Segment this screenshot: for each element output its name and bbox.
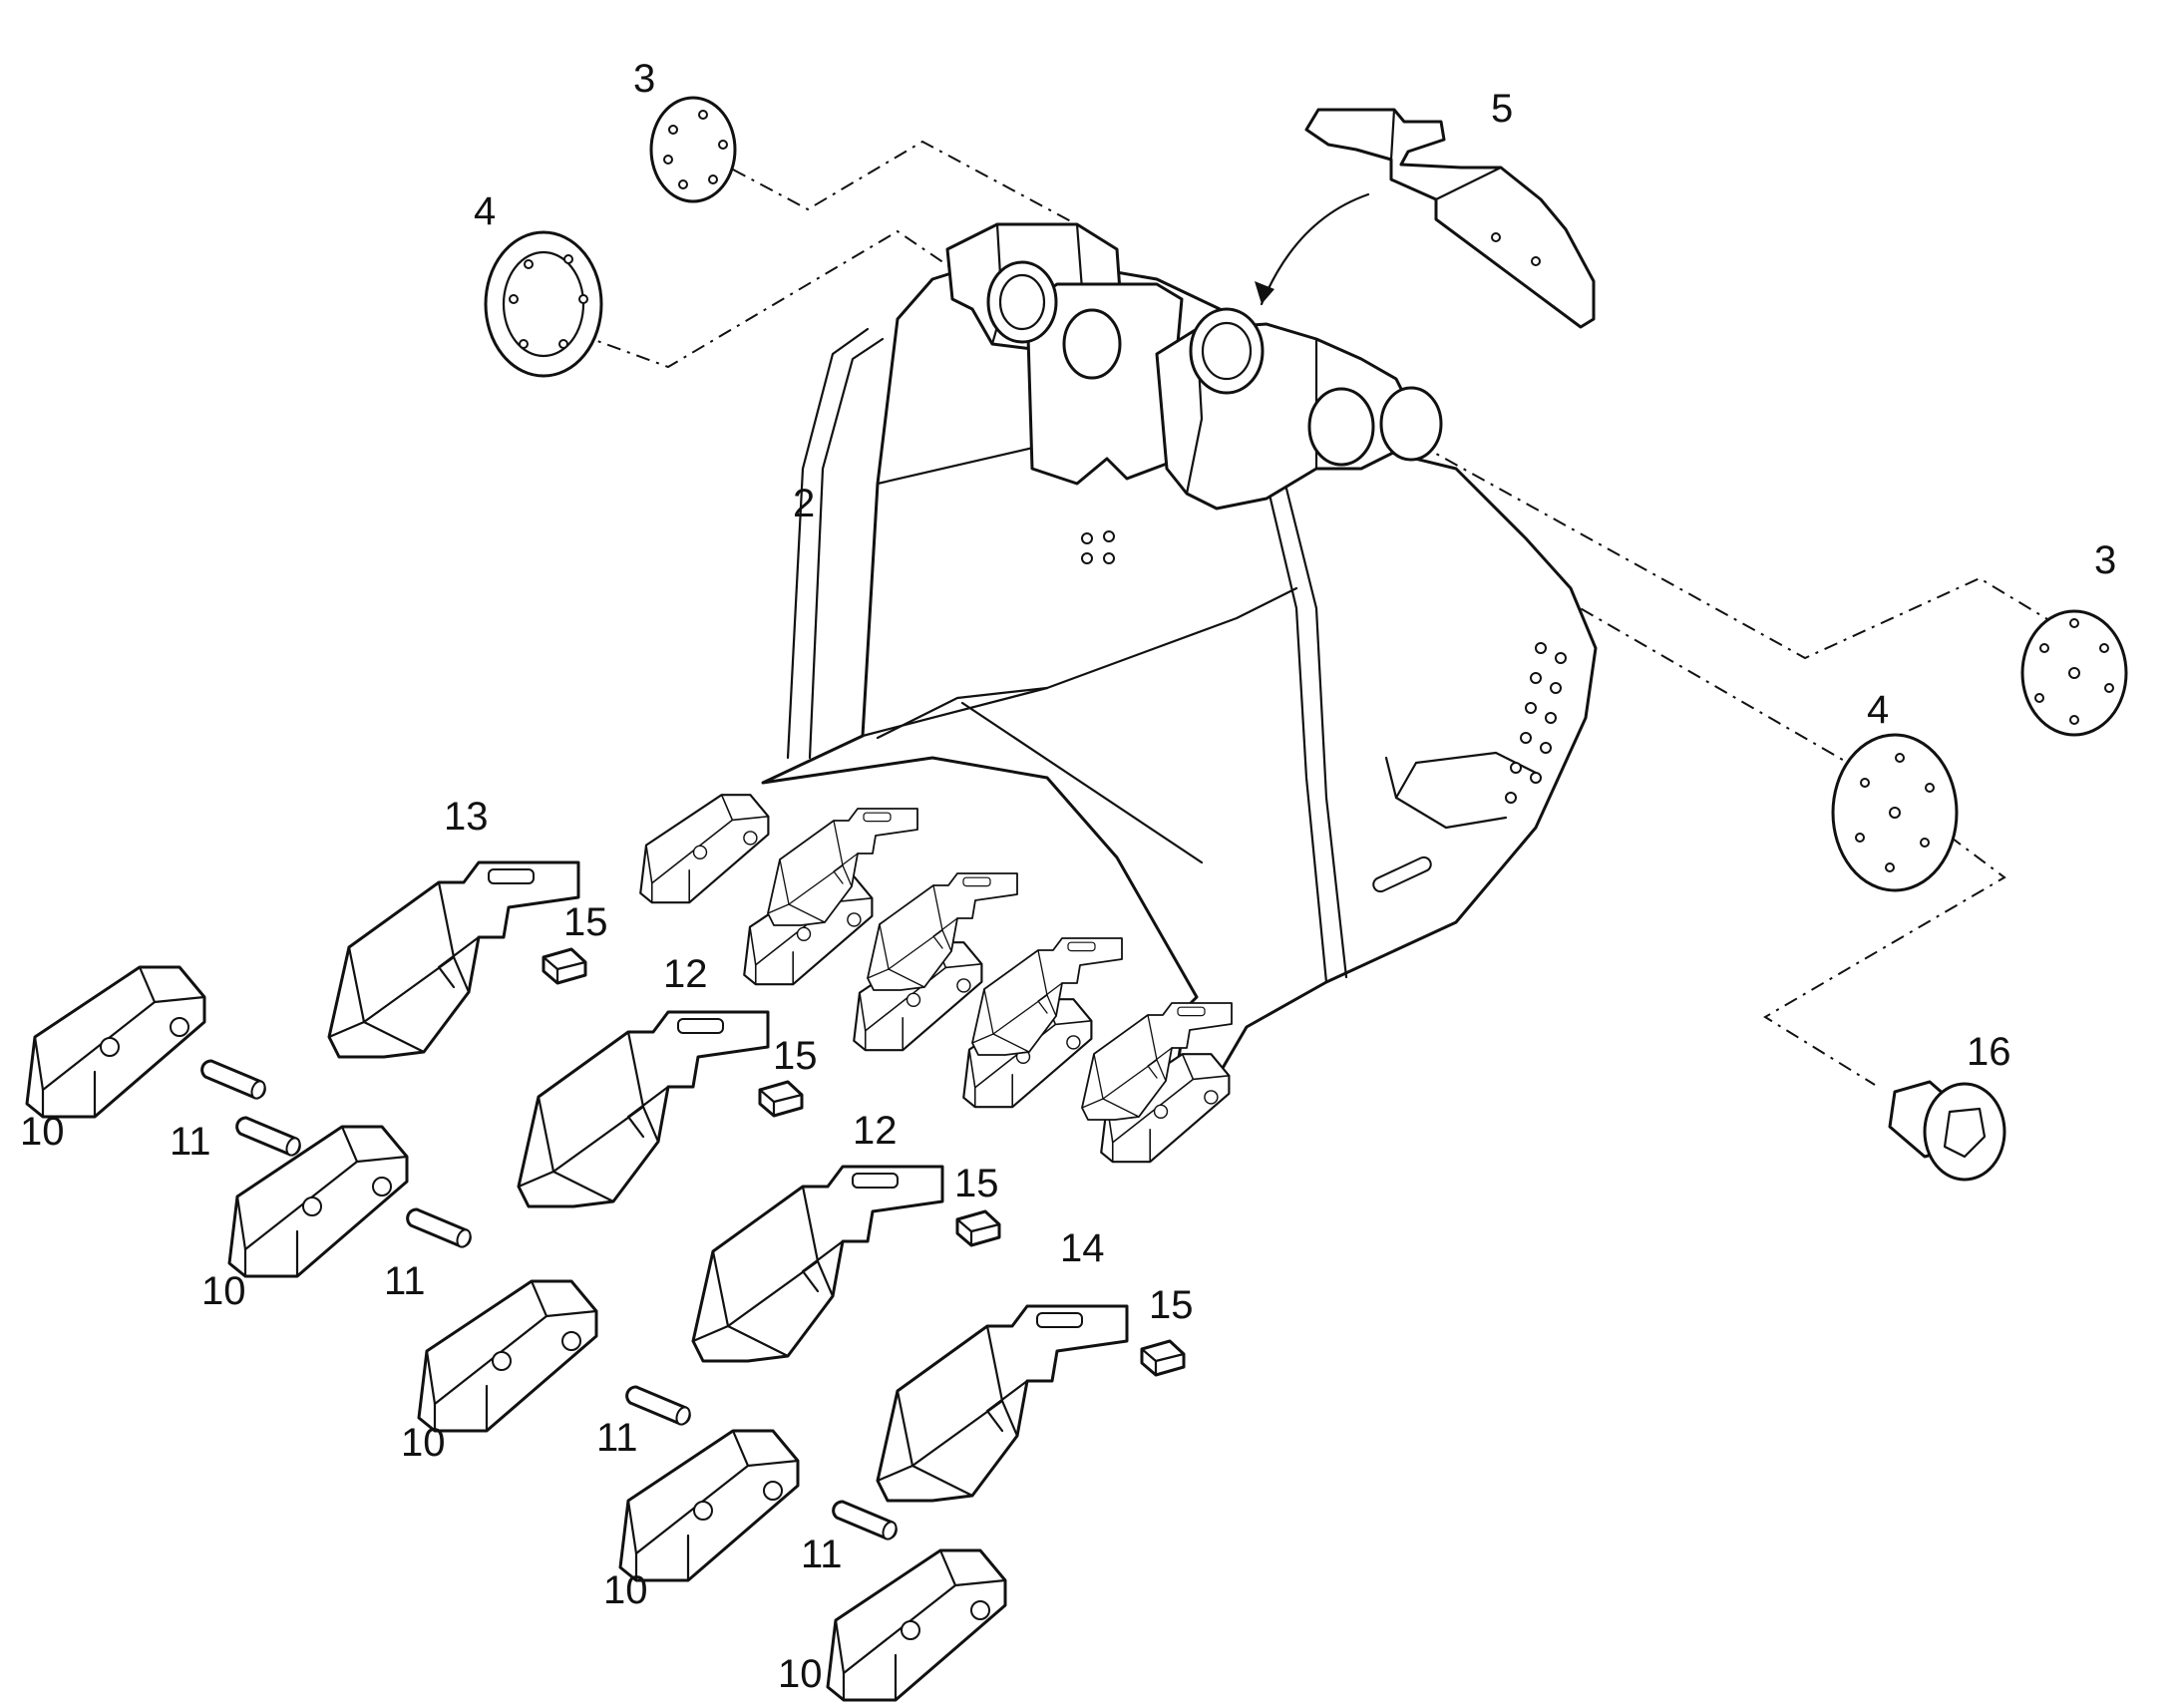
tooth-1 — [25, 965, 206, 1119]
tooth-5 — [826, 1548, 1007, 1702]
adapter-corner-right — [876, 1304, 1129, 1503]
callout-15-a: 15 — [563, 900, 608, 944]
plug — [1888, 1080, 2006, 1182]
pin-2 — [406, 1207, 475, 1251]
callout-11-b: 11 — [384, 1259, 426, 1303]
callout-12-b: 12 — [853, 1109, 898, 1153]
cover-plate-top — [649, 96, 737, 203]
callout-11-c: 11 — [596, 1416, 638, 1460]
callout-10-a: 10 — [20, 1110, 65, 1154]
callout-2: 2 — [793, 482, 815, 525]
callout-10-d: 10 — [603, 1568, 648, 1612]
callout-10-e: 10 — [778, 1652, 823, 1696]
tooth-2 — [227, 1125, 409, 1278]
callout-11-d: 11 — [801, 1533, 843, 1576]
callout-15-d: 15 — [1149, 1283, 1194, 1327]
lock-4 — [1140, 1339, 1186, 1377]
ring-plate-right — [1831, 733, 1959, 892]
adapter-corner-left — [327, 860, 580, 1059]
pin-1 — [200, 1059, 269, 1103]
callout-10-b: 10 — [201, 1269, 246, 1313]
arrow-head — [1255, 281, 1274, 304]
wear-plate — [1304, 108, 1596, 329]
callout-10-c: 10 — [401, 1421, 446, 1465]
lock-1 — [542, 947, 587, 985]
callout-16: 16 — [1967, 1030, 2011, 1074]
callout-15-c: 15 — [954, 1162, 999, 1205]
lock-2 — [758, 1080, 804, 1118]
tooth-4 — [618, 1429, 800, 1582]
callout-12-a: 12 — [663, 952, 708, 996]
callout-5: 5 — [1491, 87, 1513, 131]
assembly-lines — [577, 140, 2063, 1086]
callout-3-top: 3 — [633, 57, 655, 101]
callout-14: 14 — [1060, 1226, 1105, 1270]
callout-11-a: 11 — [170, 1120, 211, 1164]
adapter-b — [691, 1165, 944, 1363]
callout-13: 13 — [444, 795, 489, 839]
callout-4-right: 4 — [1867, 688, 1889, 732]
cover-plate-right — [2020, 609, 2128, 737]
bucket-body — [761, 222, 1598, 1104]
tooth-3 — [417, 1279, 598, 1433]
ring-plate-top — [484, 230, 603, 378]
callout-15-b: 15 — [773, 1034, 818, 1078]
pin-1b — [235, 1116, 304, 1160]
pin-4 — [832, 1500, 901, 1543]
assembly-arrow — [1260, 192, 1370, 306]
callout-3-right: 3 — [2094, 538, 2116, 582]
lock-3 — [955, 1209, 1001, 1247]
callout-4-top: 4 — [474, 189, 496, 233]
adapter-a — [517, 1010, 770, 1208]
